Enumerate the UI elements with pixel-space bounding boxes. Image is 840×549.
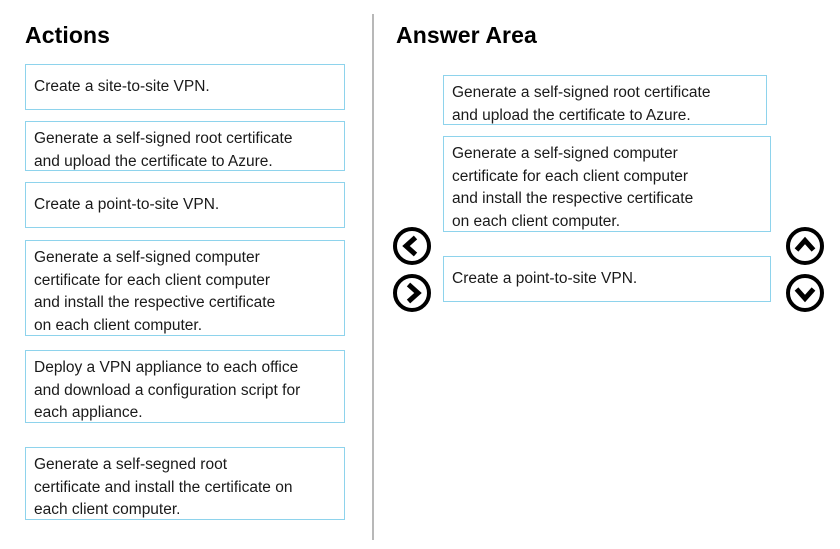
move-left-button[interactable] — [392, 226, 432, 266]
move-right-button[interactable] — [392, 273, 432, 313]
move-down-button[interactable] — [785, 273, 825, 313]
chevron-left-circle-icon — [392, 226, 432, 266]
action-item[interactable]: Create a site-to-site VPN. — [25, 64, 345, 110]
action-item-label: Generate a self-signed computer certific… — [34, 249, 276, 334]
actions-heading: Actions — [25, 22, 111, 48]
panel-divider — [372, 14, 374, 540]
action-item[interactable]: Create a point-to-site VPN. — [25, 182, 345, 228]
action-item[interactable]: Generate a self-segned root certificate … — [25, 447, 345, 520]
answer-item-label: Generate a self-signed computer certific… — [452, 145, 694, 230]
answer-area-heading: Answer Area — [396, 22, 537, 48]
action-item-label: Generate a self-signed root certificate … — [34, 130, 293, 170]
action-item-label: Create a point-to-site VPN. — [34, 196, 220, 213]
answer-item-label: Create a point-to-site VPN. — [452, 270, 638, 287]
answer-area-panel: Answer Area Generate a self-signed root … — [374, 0, 840, 549]
move-up-button[interactable] — [785, 226, 825, 266]
answer-item[interactable]: Generate a self-signed computer certific… — [443, 136, 771, 232]
answer-item-label: Generate a self-signed root certificate … — [452, 84, 711, 124]
action-item[interactable]: Generate a self-signed root certificate … — [25, 121, 345, 171]
chevron-up-circle-icon — [785, 226, 825, 266]
action-item[interactable]: Deploy a VPN appliance to each office an… — [25, 350, 345, 423]
action-item[interactable]: Generate a self-signed computer certific… — [25, 240, 345, 336]
action-item-label: Deploy a VPN appliance to each office an… — [34, 359, 301, 421]
chevron-right-circle-icon — [392, 273, 432, 313]
answer-item[interactable]: Generate a self-signed root certificate … — [443, 75, 767, 125]
chevron-down-circle-icon — [785, 273, 825, 313]
answer-item[interactable]: Create a point-to-site VPN. — [443, 256, 771, 302]
action-item-label: Generate a self-segned root certificate … — [34, 456, 293, 518]
action-item-label: Create a site-to-site VPN. — [34, 78, 210, 95]
actions-panel: Actions Create a site-to-site VPN. Gener… — [0, 0, 373, 549]
